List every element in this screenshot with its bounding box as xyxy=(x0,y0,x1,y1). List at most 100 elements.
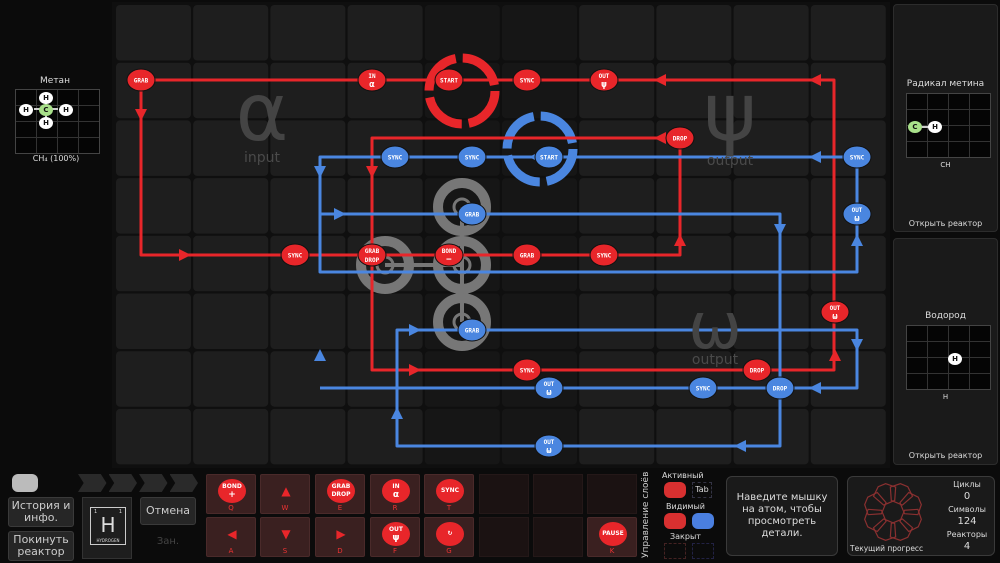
grid-cell[interactable] xyxy=(347,408,423,465)
bonder-icon[interactable] xyxy=(356,236,414,294)
grid-cell[interactable] xyxy=(579,178,655,234)
red-instruction-start[interactable]: START xyxy=(434,68,464,92)
grid-cell[interactable] xyxy=(424,351,500,407)
red-instruction-drop[interactable]: DROP xyxy=(665,126,695,150)
red-instruction-sync[interactable]: SYNC xyxy=(589,243,619,267)
direction-arrow-icon[interactable] xyxy=(135,109,147,121)
grid-cell[interactable] xyxy=(193,408,269,465)
grid-cell[interactable] xyxy=(193,351,269,407)
atom-h[interactable]: H xyxy=(39,117,53,129)
grid-cell[interactable] xyxy=(270,408,346,465)
grid-cell[interactable] xyxy=(733,408,809,465)
grid-cell[interactable] xyxy=(193,293,269,350)
direction-arrow-icon[interactable] xyxy=(366,166,378,178)
grid-cell[interactable] xyxy=(424,408,500,465)
empty-key-slot[interactable] xyxy=(479,474,529,514)
grid-cell[interactable] xyxy=(116,62,191,119)
tab-key[interactable]: Tab xyxy=(692,482,712,498)
chevron-icon[interactable] xyxy=(108,474,137,492)
direction-arrow-icon[interactable] xyxy=(674,234,686,246)
layer-locked-blue[interactable] xyxy=(692,543,714,559)
direction-arrow-icon[interactable] xyxy=(851,339,863,351)
grid-cell[interactable] xyxy=(347,120,423,176)
direction-arrow-icon[interactable] xyxy=(409,364,421,376)
grid-cell[interactable] xyxy=(656,178,732,234)
layer-visible-red[interactable] xyxy=(664,513,686,529)
grid-cell[interactable] xyxy=(193,178,269,234)
grid-cell[interactable] xyxy=(193,5,269,61)
red-instruction-grab[interactable]: GRAB xyxy=(126,68,156,92)
direction-arrow-icon[interactable] xyxy=(654,132,666,144)
red-instruction-sync[interactable]: SYNC xyxy=(512,68,542,92)
grid-cell[interactable] xyxy=(656,235,732,292)
grid-cell[interactable] xyxy=(347,351,423,407)
direction-arrow-icon[interactable] xyxy=(409,324,421,336)
grid-cell[interactable] xyxy=(579,5,655,61)
atom-h[interactable]: H xyxy=(59,104,73,116)
direction-arrow-icon[interactable] xyxy=(851,234,863,246)
grid-cell[interactable] xyxy=(810,5,886,61)
grid-cell[interactable] xyxy=(810,235,886,292)
grid-cell[interactable] xyxy=(116,178,191,234)
open-reactor-link[interactable]: Открыть реактор xyxy=(908,451,983,460)
chevron-icon[interactable] xyxy=(169,474,198,492)
grid-cell[interactable] xyxy=(424,5,500,61)
grid-cell[interactable] xyxy=(656,5,732,61)
grid-cell[interactable] xyxy=(193,235,269,292)
instruction-key-a[interactable]: ◀A xyxy=(206,517,256,557)
empty-key-slot[interactable] xyxy=(533,474,583,514)
layer-locked-red[interactable] xyxy=(664,543,686,559)
grid-cell[interactable] xyxy=(810,293,886,350)
grid-cell[interactable] xyxy=(347,5,423,61)
atom-h[interactable]: H xyxy=(19,104,33,116)
grid-cell[interactable] xyxy=(116,5,191,61)
grid-cell[interactable] xyxy=(347,293,423,350)
blue-instruction-sync[interactable]: SYNC xyxy=(457,145,487,169)
instruction-key-g[interactable]: ↻G xyxy=(424,517,474,557)
direction-arrow-icon[interactable] xyxy=(314,166,326,178)
direction-arrow-icon[interactable] xyxy=(809,382,821,394)
instruction-key-q[interactable]: BOND+Q xyxy=(206,474,256,514)
grid-cell[interactable] xyxy=(502,62,577,119)
grid-cell[interactable] xyxy=(502,351,577,407)
grid-cell[interactable] xyxy=(270,120,346,176)
empty-key-slot[interactable] xyxy=(479,517,529,557)
layer-visible-blue[interactable] xyxy=(692,513,714,529)
direction-arrow-icon[interactable] xyxy=(809,151,821,163)
element-button[interactable]: 1 1 H HYDROGEN xyxy=(82,497,132,559)
grid-cell[interactable] xyxy=(810,408,886,465)
grid-cell[interactable] xyxy=(810,62,886,119)
direction-arrow-icon[interactable] xyxy=(179,249,191,261)
empty-key-slot[interactable] xyxy=(533,517,583,557)
grid-cell[interactable] xyxy=(270,5,346,61)
grid-cell[interactable] xyxy=(733,293,809,350)
grid-cell[interactable] xyxy=(579,120,655,176)
grid-cell[interactable] xyxy=(656,62,732,119)
direction-arrow-icon[interactable] xyxy=(391,407,403,419)
direction-arrow-icon[interactable] xyxy=(829,349,841,361)
grid-cell[interactable] xyxy=(579,351,655,407)
grid-cell[interactable] xyxy=(579,408,655,465)
history-info-button[interactable]: История и инфо. xyxy=(8,497,74,527)
blue-instruction-sync[interactable]: SYNC xyxy=(380,145,410,169)
bonder-icon[interactable] xyxy=(433,293,491,351)
empty-key-slot[interactable] xyxy=(587,474,637,514)
blue-instruction-sync[interactable]: SYNC xyxy=(688,376,718,400)
grid-cell[interactable] xyxy=(579,293,655,350)
atom-h[interactable]: H xyxy=(928,121,942,133)
direction-arrow-icon[interactable] xyxy=(654,74,666,86)
grid-cell[interactable] xyxy=(270,293,346,350)
grid-cell[interactable] xyxy=(810,351,886,407)
blue-instruction-sync[interactable]: SYNC xyxy=(842,145,872,169)
grid-cell[interactable] xyxy=(733,5,809,61)
blue-instruction-drop[interactable]: DROP xyxy=(765,376,795,400)
direction-arrow-icon[interactable] xyxy=(334,208,346,220)
